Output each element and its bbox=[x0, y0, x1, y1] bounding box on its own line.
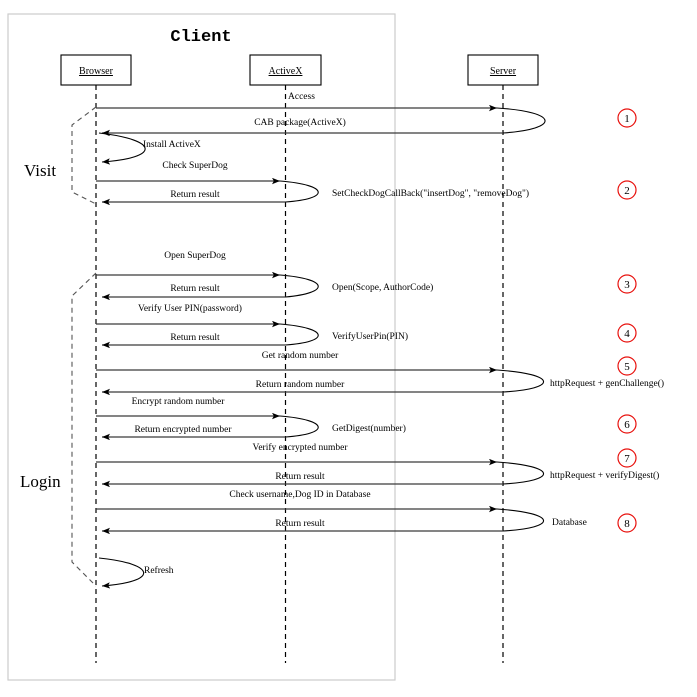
actor-server-label: Server bbox=[490, 66, 517, 77]
page-title: Client bbox=[170, 28, 231, 47]
message-label-open-superdog: Open SuperDog bbox=[164, 251, 226, 261]
message-label-check-superdog: Check SuperDog bbox=[162, 161, 227, 171]
message-group-7: Verify encrypted number Return result ht… bbox=[96, 442, 659, 488]
message-group-3: Open SuperDog Return result Open(Scope, … bbox=[96, 251, 433, 301]
step-number-8: 8 bbox=[617, 513, 637, 533]
actor-browser-label: Browser bbox=[79, 66, 114, 77]
message-label-check-username-dogid: Check username,Dog ID in Database bbox=[229, 490, 370, 500]
step-number-8-label: 8 bbox=[624, 518, 630, 530]
message-group-5: Get random number Return random number h… bbox=[96, 351, 664, 396]
message-label-return-result-5: Return result bbox=[275, 519, 325, 529]
message-label-return-encrypted-number: Return encrypted number bbox=[134, 425, 232, 435]
message-label-return-result-1: Return result bbox=[170, 190, 220, 200]
step-number-4: 4 bbox=[617, 323, 637, 343]
message-label-return-result-4: Return result bbox=[275, 472, 325, 482]
message-group-4: Verify User PIN(password) Return result … bbox=[96, 303, 408, 349]
message-label-install-activex: Install ActiveX bbox=[143, 140, 201, 150]
step-number-5-label: 5 bbox=[624, 361, 630, 373]
phase-visit-label: Visit bbox=[24, 161, 56, 180]
message-label-refresh: Refresh bbox=[144, 565, 174, 576]
message-label-get-random-number: Get random number bbox=[262, 351, 339, 361]
annotation-genchallenge: httpRequest + genChallenge() bbox=[550, 378, 664, 389]
step-number-1: 1 bbox=[617, 108, 637, 128]
annotation-database: Database bbox=[552, 518, 587, 528]
actor-activex[interactable]: ActiveX bbox=[249, 54, 322, 86]
message-label-return-result-3: Return result bbox=[170, 333, 220, 343]
step-number-5: 5 bbox=[617, 356, 637, 376]
message-label-verify-user-pin: Verify User PIN(password) bbox=[138, 303, 242, 314]
annotation-setcheckdogcallback: SetCheckDogCallBack("insertDog", "remove… bbox=[332, 188, 529, 199]
phase-login: Login bbox=[20, 272, 97, 587]
message-label-verify-encrypted-number: Verify encrypted number bbox=[253, 442, 349, 453]
step-number-1-label: 1 bbox=[624, 113, 630, 125]
step-number-2-label: 2 bbox=[624, 185, 630, 197]
step-number-3: 3 bbox=[617, 274, 637, 294]
step-number-2: 2 bbox=[617, 180, 637, 200]
message-group-refresh: Refresh bbox=[98, 557, 174, 589]
step-number-3-label: 3 bbox=[624, 279, 630, 291]
step-number-6-label: 6 bbox=[624, 419, 630, 431]
actor-server[interactable]: Server bbox=[467, 54, 539, 86]
actor-browser[interactable]: Browser bbox=[60, 54, 132, 86]
phase-login-label: Login bbox=[20, 472, 61, 491]
annotation-getdigest: GetDigest(number) bbox=[332, 423, 406, 434]
step-number-6: 6 bbox=[617, 414, 637, 434]
step-number-7-label: 7 bbox=[624, 453, 630, 465]
message-label-return-random-number: Return random number bbox=[256, 380, 345, 390]
message-label-cab-package: CAB package(ActiveX) bbox=[254, 117, 346, 128]
message-group-2: Check SuperDog Return result SetCheckDog… bbox=[96, 161, 529, 206]
actor-activex-label: ActiveX bbox=[269, 66, 304, 77]
annotation-verifyuserpin: VerifyUserPin(PIN) bbox=[332, 331, 408, 342]
step-number-7: 7 bbox=[617, 448, 637, 468]
message-group-1: CAB package(ActiveX) bbox=[96, 104, 546, 137]
client-boundary-box bbox=[7, 13, 396, 681]
message-group-install-activex: Install ActiveX bbox=[98, 132, 201, 165]
message-group-6: Encrypt random number Return encrypted n… bbox=[96, 397, 406, 441]
annotation-open-scope-authorcode: Open(Scope, AuthorCode) bbox=[332, 282, 433, 293]
message-label-return-result-2: Return result bbox=[170, 284, 220, 294]
message-group-8: Check username,Dog ID in Database Return… bbox=[96, 490, 587, 535]
phase-visit: Visit bbox=[24, 106, 97, 205]
annotation-verifydigest: httpRequest + verifyDigest() bbox=[550, 470, 659, 481]
message-label-encrypt-random-number: Encrypt random number bbox=[132, 397, 226, 407]
step-number-4-label: 4 bbox=[624, 328, 630, 340]
message-label-access: Access bbox=[288, 92, 315, 102]
